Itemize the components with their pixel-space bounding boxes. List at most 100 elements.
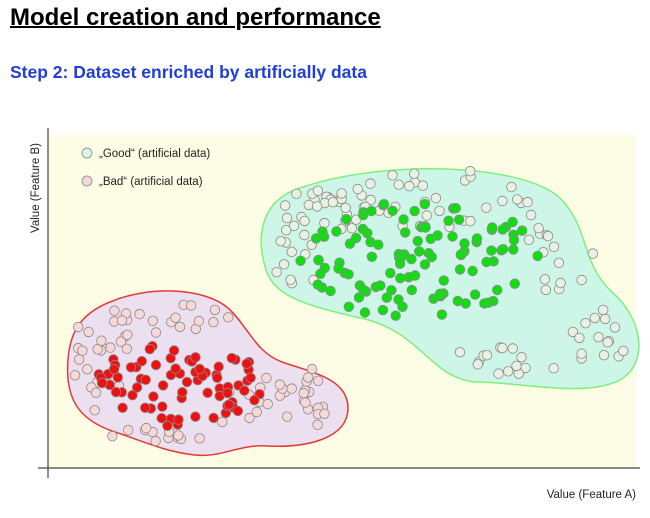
bad-artificial-point: [170, 312, 181, 323]
good-real-point: [350, 232, 362, 244]
x-axis-label: Value (Feature A): [546, 489, 636, 501]
good-artificial-point: [278, 259, 290, 270]
good-artificial-point: [598, 350, 610, 361]
good-real-point: [381, 292, 393, 303]
legend: „Good“ (artificial data) „Bad“ (artifici…: [81, 147, 210, 188]
good-real-point: [315, 268, 326, 280]
good-real-point: [353, 292, 365, 303]
bad-artificial-point: [209, 304, 221, 316]
good-real-point: [450, 202, 462, 214]
good-artificial-point: [430, 192, 442, 204]
good-artificial-point: [533, 222, 544, 234]
good-real-point: [358, 209, 369, 221]
bad-real-point: [140, 374, 151, 386]
good-artificial-point: [555, 277, 566, 289]
points-layer: [69, 165, 629, 447]
good-artificial-point: [539, 274, 551, 285]
good-artificial-point: [618, 345, 629, 357]
good-artificial-point: [275, 235, 286, 247]
good-artificial-point: [352, 183, 363, 195]
good-real-point: [509, 278, 521, 289]
legend-good-marker: [81, 147, 93, 159]
good-artificial-point: [481, 202, 492, 213]
bad-real-point: [190, 352, 201, 363]
bad-real-point: [125, 362, 137, 373]
bad-real-point: [190, 411, 201, 422]
good-artificial-point: [512, 194, 523, 205]
good-real-point: [414, 246, 425, 257]
bad-artificial-point: [208, 317, 219, 328]
good-real-point: [497, 224, 508, 235]
good-artificial-point: [299, 229, 310, 241]
bad-artificial-point: [89, 405, 100, 416]
bad-real-point: [157, 401, 168, 412]
good-artificial-point: [286, 246, 298, 258]
bad-real-point: [157, 380, 169, 391]
good-real-point: [333, 263, 344, 274]
good-real-point: [406, 253, 417, 265]
good-real-point: [385, 267, 396, 279]
good-artificial-point: [506, 181, 517, 193]
good-artificial-point: [574, 332, 585, 344]
bad-real-point: [245, 372, 256, 384]
good-real-point: [419, 198, 431, 210]
bad-artificial-point: [173, 430, 184, 441]
good-artificial-point: [576, 274, 587, 286]
good-real-point: [412, 235, 423, 247]
good-artificial-point: [336, 188, 347, 199]
good-artificial-point: [542, 230, 554, 242]
good-real-point: [343, 269, 354, 280]
good-artificial-point: [548, 363, 559, 374]
good-artificial-point: [340, 202, 351, 214]
legend-bad-marker: [81, 175, 93, 187]
good-artificial-point: [580, 318, 591, 329]
good-real-point: [387, 205, 398, 217]
bad-artificial-point: [77, 345, 88, 356]
bad-artificial-point: [105, 342, 116, 353]
good-real-point: [395, 273, 406, 284]
bad-artificial-point: [223, 312, 234, 323]
good-artificial-point: [271, 267, 282, 278]
good-real-point: [508, 234, 520, 246]
y-axis-label: Value (Feature B): [30, 143, 42, 233]
good-real-point: [313, 254, 324, 266]
bad-real-point: [239, 385, 250, 396]
good-artificial-point: [523, 234, 535, 246]
good-artificial-point: [602, 337, 613, 348]
good-real-point: [409, 270, 421, 281]
good-real-point: [532, 250, 543, 262]
bad-artificial-point: [150, 435, 161, 447]
bad-artificial-point: [312, 375, 324, 387]
good-real-point: [343, 301, 355, 313]
bad-artificial-point: [306, 363, 318, 375]
good-artificial-point: [472, 359, 484, 370]
good-artificial-point: [291, 188, 302, 200]
good-real-point: [366, 251, 378, 262]
good-real-point: [426, 251, 437, 263]
bad-real-point: [150, 359, 162, 371]
bad-real-point: [110, 386, 122, 398]
bad-real-point: [136, 356, 148, 367]
bad-real-point: [127, 390, 138, 401]
good-artificial-point: [481, 350, 493, 361]
bad-real-point: [144, 343, 156, 355]
good-real-point: [469, 289, 481, 300]
good-real-point: [378, 198, 390, 210]
bad-artificial-point: [96, 335, 107, 346]
bad-real-point: [131, 382, 143, 393]
bad-real-point: [181, 376, 193, 388]
bad-artificial-point: [122, 329, 133, 341]
bad-real-point: [249, 395, 260, 406]
bad-artificial-point: [116, 315, 128, 326]
good-artificial-point: [587, 248, 599, 259]
bad-artificial-point: [121, 343, 133, 355]
bad-artificial-point: [300, 397, 311, 408]
bad-real-point: [202, 387, 213, 399]
bad-real-point: [232, 405, 244, 417]
good-artificial-point: [576, 348, 587, 359]
bad-artificial-point: [217, 416, 228, 428]
bad-artificial-point: [73, 354, 85, 365]
good-real-point: [373, 239, 384, 250]
good-artificial-point: [598, 304, 609, 316]
